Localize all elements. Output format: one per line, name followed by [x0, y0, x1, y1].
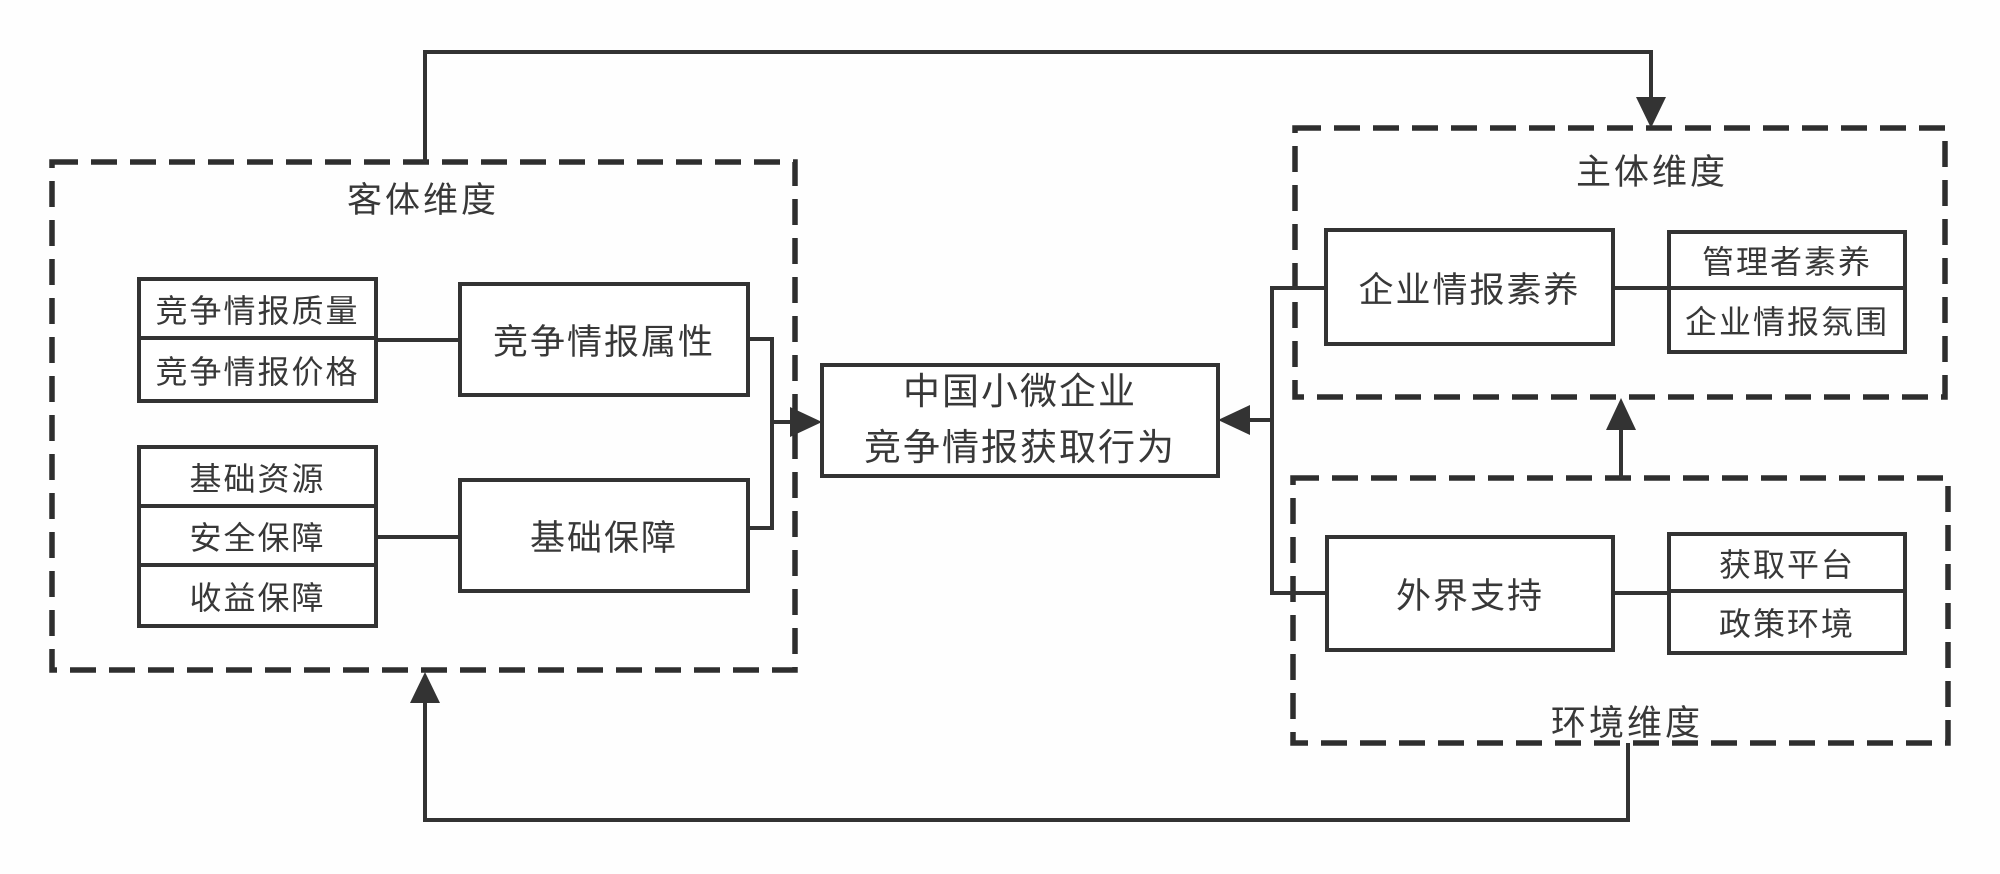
environment-dimension-label: 环境维度	[1550, 704, 1703, 743]
subject-dimension-label: 主体维度	[1575, 153, 1728, 192]
arrow-right-icon	[790, 407, 822, 437]
box-ci-price: 竞争情报价格	[137, 340, 378, 403]
center-behavior-line2: 竞争情报获取行为	[864, 427, 1176, 469]
box-acquisition-platform: 获取平台	[1667, 532, 1907, 593]
arrow-left-icon	[1218, 405, 1250, 435]
object-dimension-label: 客体维度	[346, 181, 499, 220]
box-income-guarantee: 收益保障	[137, 567, 378, 628]
box-basic-resource-label: 基础资源	[189, 460, 326, 497]
box-income-guarantee-label: 收益保障	[189, 579, 326, 616]
box-intel-atmosphere: 企业情报氛围	[1667, 290, 1907, 354]
box-enterprise-intel-literacy-label: 企业情报素养	[1358, 270, 1581, 310]
bottom-feedback-line	[423, 702, 1630, 822]
box-ci-price-label: 竞争情报价格	[155, 353, 360, 390]
box-security-guarantee-label: 安全保障	[189, 519, 326, 556]
box-basic-guarantee-label: 基础保障	[529, 519, 678, 558]
box-basic-resource: 基础资源	[137, 445, 378, 508]
box-policy-environment-label: 政策环境	[1718, 606, 1855, 642]
box-ci-quality: 竞争情报质量	[137, 277, 378, 340]
box-manager-literacy-label: 管理者素养	[1701, 244, 1872, 280]
box-external-support: 外界支持	[1325, 535, 1615, 652]
object-bus-line	[750, 337, 774, 530]
box-enterprise-intel-literacy: 企业情报素养	[1324, 228, 1615, 346]
box-ci-attribute-label: 竞争情报属性	[492, 323, 715, 362]
top-feedback-line	[423, 50, 1653, 162]
box-external-support-label: 外界支持	[1395, 577, 1544, 616]
box-ci-attribute: 竞争情报属性	[458, 282, 750, 397]
subject-bus-line	[1270, 286, 1325, 595]
arrow-up-icon	[410, 672, 440, 703]
subject-dimension-frame	[1292, 125, 1948, 400]
box-acquisition-platform-label: 获取平台	[1718, 546, 1855, 583]
center-behavior-line1: 中国小微企业	[903, 372, 1137, 413]
box-manager-literacy: 管理者素养	[1667, 230, 1907, 290]
box-policy-environment: 政策环境	[1667, 593, 1907, 655]
box-center-behavior: 中国小微企业 竞争情报获取行为	[820, 363, 1220, 478]
box-security-guarantee: 安全保障	[137, 508, 378, 567]
box-intel-atmosphere-label: 企业情报氛围	[1684, 304, 1889, 340]
arrow-down-icon	[1636, 97, 1666, 128]
arrow-up-icon	[1606, 398, 1636, 430]
box-ci-quality-label: 竞争情报质量	[155, 292, 360, 329]
box-basic-guarantee: 基础保障	[458, 478, 750, 593]
